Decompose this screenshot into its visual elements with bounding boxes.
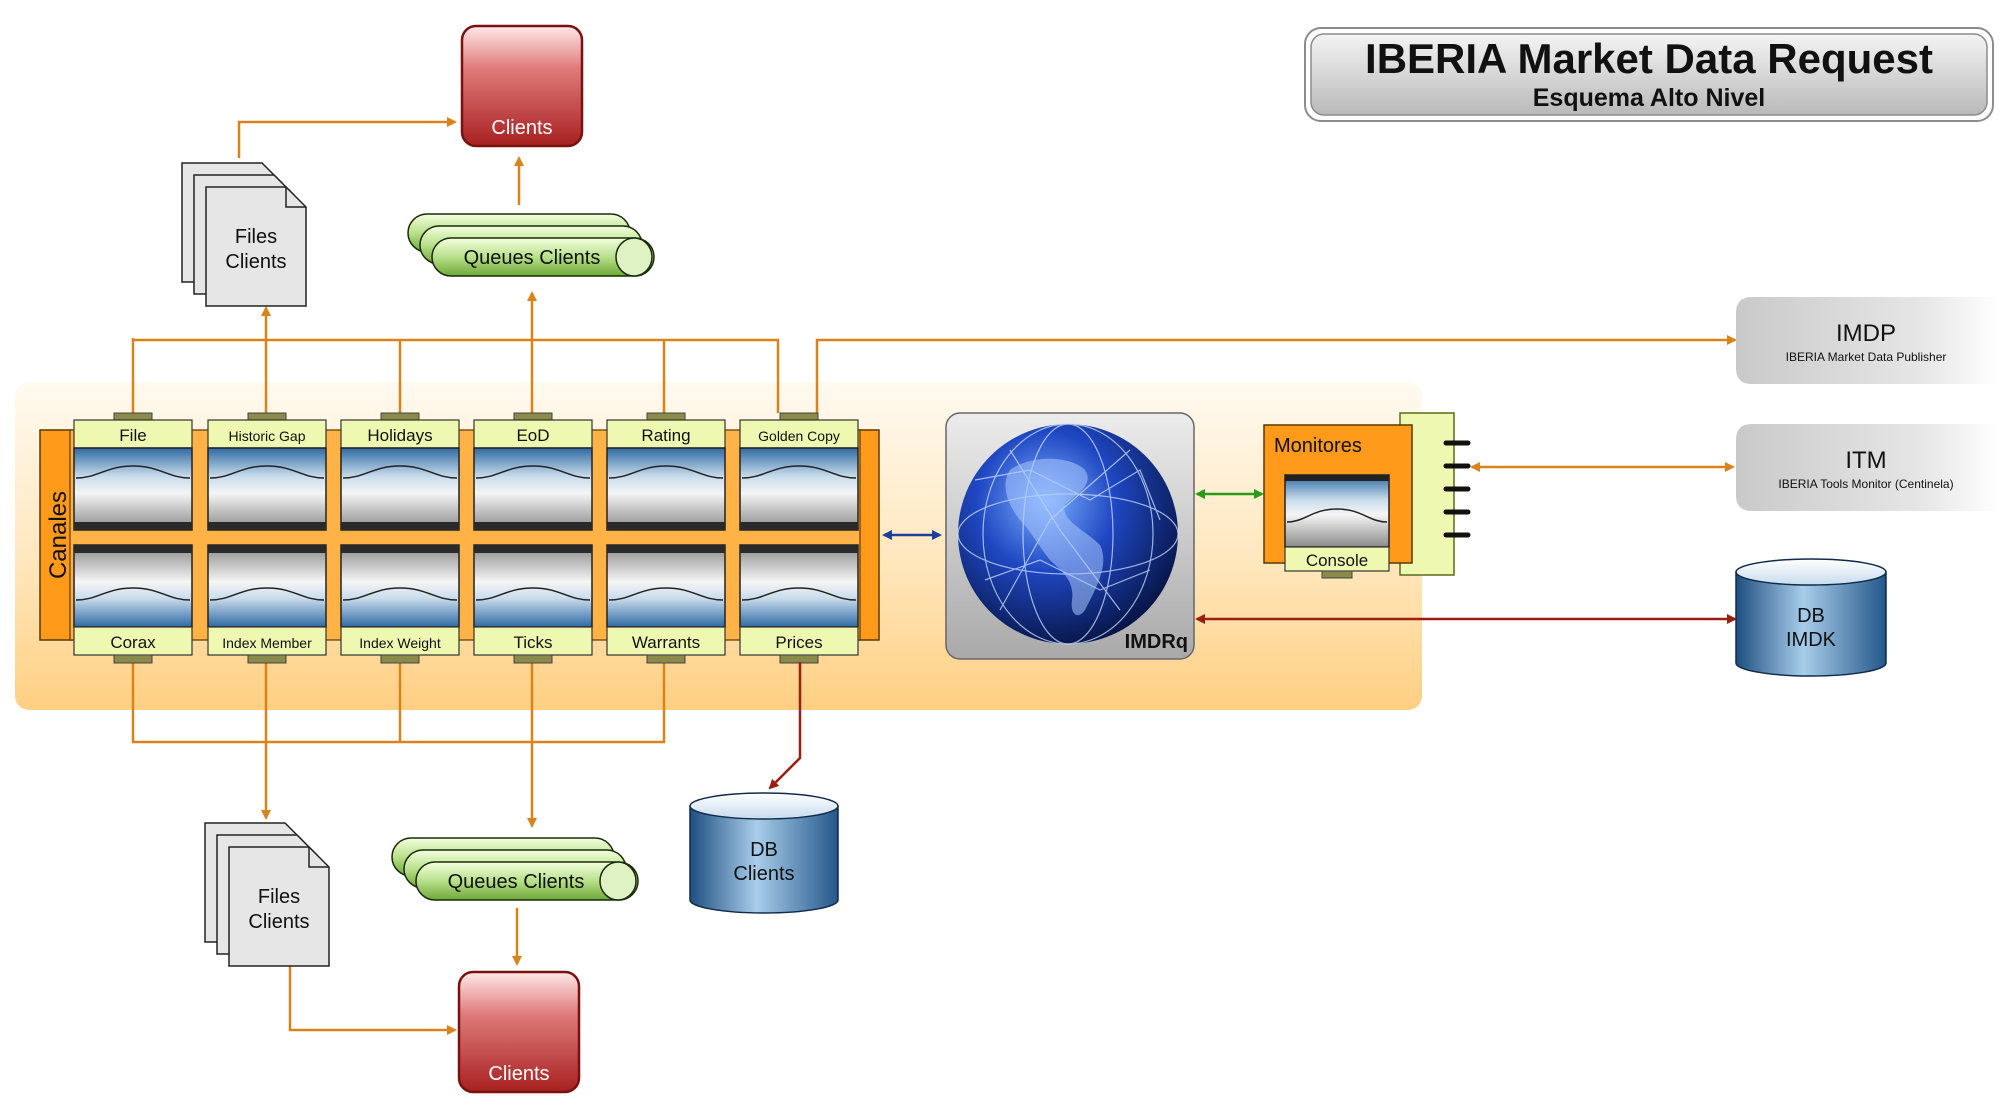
channel-bottom-corax[interactable]: Corax	[73, 544, 193, 664]
db-imdk[interactable]: DB IMDK	[1735, 558, 1887, 677]
channel-bottom-ticks[interactable]: Ticks	[473, 544, 593, 664]
channel-label: Corax	[110, 633, 156, 652]
console-screen	[1284, 474, 1390, 548]
clients-top[interactable]: Clients	[460, 24, 584, 148]
monitores-label: Monitores	[1274, 435, 1362, 457]
title-box: IBERIA Market Data Request Esquema Alto …	[1304, 27, 1994, 122]
db-imdk-line1: DB	[1797, 605, 1825, 627]
channel-bottom-index-member[interactable]: Index Member	[207, 544, 327, 664]
prices-db-link	[768, 662, 802, 790]
channel-label: EoD	[516, 426, 549, 445]
files-top-line1: Files	[235, 226, 277, 248]
port-connectors-icon	[1443, 440, 1471, 538]
files-clients-top[interactable]: Files Clients	[181, 162, 307, 307]
db-imdk-line2: IMDK	[1786, 629, 1837, 651]
channel-label: Index Weight	[359, 635, 441, 651]
channel-label: Rating	[641, 426, 690, 445]
queues-clients-top[interactable]: Queues Clients	[407, 213, 655, 277]
files-bottom-line1: Files	[258, 886, 300, 908]
channel-label: Historic Gap	[228, 428, 305, 444]
channel-top-holidays[interactable]: Holidays	[340, 412, 460, 531]
queues-top-label: Queues Clients	[464, 247, 601, 269]
channel-top-file[interactable]: File	[73, 412, 193, 531]
db-clients[interactable]: DB Clients	[689, 792, 839, 914]
connector-lines	[131, 117, 1737, 1035]
clients-bottom[interactable]: Clients	[457, 970, 581, 1094]
files-bottom-line2: Clients	[248, 911, 309, 933]
channel-label: Prices	[775, 633, 822, 652]
channel-label: Holidays	[367, 426, 432, 445]
diagram-subtitle: Esquema Alto Nivel	[1533, 84, 1765, 112]
channel-grid: File Historic Gap Holidays EoD Rating Golden …	[69, 412, 861, 664]
files-top-line2: Clients	[225, 251, 286, 273]
channel-label: Index Member	[222, 635, 312, 651]
clients-top-label: Clients	[491, 117, 552, 139]
channel-top-historic-gap[interactable]: Historic Gap	[207, 412, 327, 531]
channel-label: Ticks	[513, 633, 552, 652]
channel-bottom-warrants[interactable]: Warrants	[606, 544, 726, 664]
itm-desc: IBERIA Tools Monitor (Centinela)	[1778, 477, 1953, 491]
imdrq-node[interactable]: IMDRq	[945, 412, 1195, 660]
channel-label: Warrants	[632, 633, 700, 652]
imdp-desc: IBERIA Market Data Publisher	[1786, 350, 1947, 364]
diagram-title: IBERIA Market Data Request	[1365, 35, 1933, 82]
clients-bottom-label: Clients	[488, 1063, 549, 1085]
imdp-node[interactable]: IMDP IBERIA Market Data Publisher	[1736, 297, 2000, 384]
channel-bottom-prices[interactable]: Prices	[739, 544, 859, 664]
channel-top-rating[interactable]: Rating	[606, 412, 726, 531]
db-clients-line2: Clients	[733, 863, 794, 885]
console-label: Console	[1306, 551, 1368, 570]
canales-bar	[39, 429, 73, 641]
channel-backplane	[69, 429, 861, 641]
imdp-name: IMDP	[1836, 320, 1896, 347]
channel-label: File	[119, 426, 146, 445]
queues-clients-bottom[interactable]: Queues Clients	[391, 837, 639, 901]
itm-node[interactable]: ITM IBERIA Tools Monitor (Centinela)	[1736, 424, 2000, 511]
db-clients-line1: DB	[750, 839, 778, 861]
canales-label: Canales	[45, 491, 72, 579]
channel-top-golden-copy[interactable]: Golden Copy	[739, 412, 859, 531]
monitores-node[interactable]: Monitores Console	[1263, 412, 1471, 579]
channel-bottom-index-weight[interactable]: Index Weight	[340, 544, 460, 664]
americas-shape	[1005, 458, 1104, 616]
channel-top-eod[interactable]: EoD	[473, 412, 593, 531]
queues-bottom-label: Queues Clients	[448, 871, 585, 893]
itm-name: ITM	[1845, 447, 1886, 474]
files-clients-bottom[interactable]: Files Clients	[204, 822, 330, 967]
imdrq-label: IMDRq	[1125, 631, 1188, 653]
channel-label: Golden Copy	[758, 428, 840, 444]
